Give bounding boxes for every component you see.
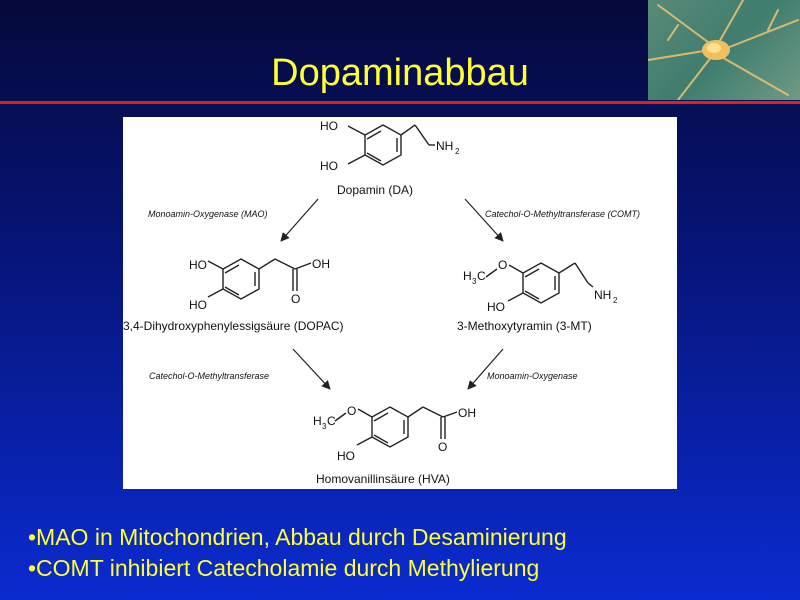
hva-structure bbox=[334, 406, 458, 448]
3mt-structure bbox=[485, 262, 594, 304]
3mt-nh: NH bbox=[594, 288, 611, 302]
hva-h-sub: 3 bbox=[322, 422, 327, 431]
hva-label: Homovanillinsäure (HVA) bbox=[316, 472, 450, 486]
arrow-da-to-3mt bbox=[464, 198, 504, 242]
enzyme-mao-bottom: Monoamin-Oxygenase bbox=[487, 371, 578, 381]
hva-oh: OH bbox=[458, 406, 476, 420]
3mt-h-sub: 3 bbox=[472, 277, 477, 286]
hva-h: H bbox=[313, 414, 322, 428]
dopac-label: 3,4-Dihydroxyphenylessigsäure (DOPAC) bbox=[123, 319, 344, 333]
dopamine-structure bbox=[347, 124, 435, 166]
3mt-h: H bbox=[463, 269, 472, 283]
da-label: Dopamin (DA) bbox=[337, 183, 413, 197]
bullet-item: •MAO in Mitochondrien, Abbau durch Desam… bbox=[28, 524, 567, 550]
3mt-ho: HO bbox=[487, 300, 505, 314]
dopac-ho-top: HO bbox=[189, 258, 207, 272]
dopamine-pathway-diagram: HO HO NH 2 Dopamin (DA) Monoamin-Oxygena… bbox=[123, 117, 677, 489]
enzyme-comt-top: Catechol-O-Methyltransferase (COMT) bbox=[485, 209, 640, 219]
enzyme-comt-bottom: Catechol-O-Methyltransferase bbox=[149, 371, 269, 381]
dopac-ho-bottom: HO bbox=[189, 298, 207, 312]
da-nh: NH bbox=[436, 139, 453, 153]
3mt-label: 3-Methoxytyramin (3-MT) bbox=[457, 319, 592, 333]
arrow-3mt-to-hva bbox=[467, 348, 504, 390]
hva-c: C bbox=[327, 414, 336, 428]
hva-o: O bbox=[438, 440, 447, 454]
page-title: Dopaminabbau bbox=[271, 52, 529, 94]
bullet-list: •MAO in Mitochondrien, Abbau durch Desam… bbox=[28, 522, 567, 584]
title-divider bbox=[0, 101, 800, 104]
enzyme-mao-top: Monoamin-Oxygenase (MAO) bbox=[148, 209, 268, 219]
3mt-c: C bbox=[477, 269, 486, 283]
3mt-nh-sub: 2 bbox=[613, 296, 618, 305]
arrow-dopac-to-hva bbox=[292, 348, 331, 390]
bullet-item: •COMT inhibiert Catecholamie durch Methy… bbox=[28, 555, 540, 581]
dopac-structure bbox=[207, 258, 312, 300]
dopac-oh: OH bbox=[312, 257, 330, 271]
dopac-o: O bbox=[291, 292, 300, 306]
arrow-da-to-dopac bbox=[280, 198, 319, 242]
da-ho-bottom: HO bbox=[320, 159, 338, 173]
hva-ho: HO bbox=[337, 449, 355, 463]
3mt-o: O bbox=[498, 258, 507, 272]
da-ho-top: HO bbox=[320, 119, 338, 133]
neuron-photo bbox=[648, 0, 800, 100]
hva-o-methoxy: O bbox=[347, 404, 356, 418]
da-nh-sub: 2 bbox=[455, 147, 460, 156]
